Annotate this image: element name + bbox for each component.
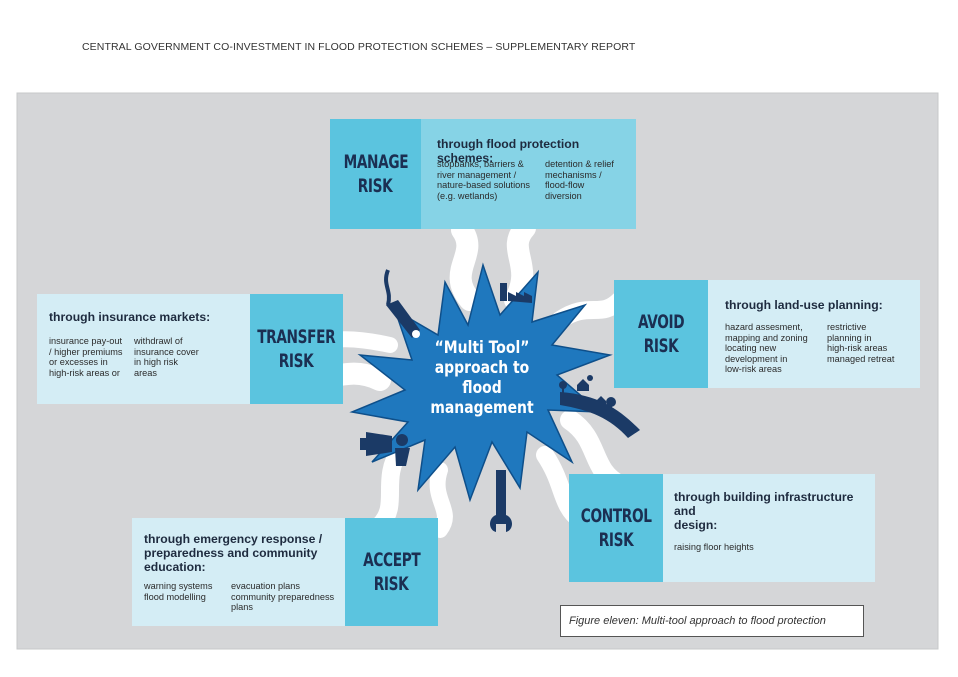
control-risk-tag: CONTROL RISK bbox=[569, 474, 663, 582]
avoid-risk-col2: restrictive planning in high-risk areas … bbox=[827, 322, 895, 364]
center-title-line4: management bbox=[430, 398, 534, 418]
control-risk-tag-line2: RISK bbox=[598, 529, 634, 551]
avoid-risk-heading: through land-use planning: bbox=[725, 298, 883, 312]
document-header: CENTRAL GOVERNMENT CO-INVESTMENT IN FLOO… bbox=[82, 41, 636, 53]
avoid-risk-col1: hazard assesment, mapping and zoning loc… bbox=[725, 322, 808, 375]
manage-risk-tag-line2: RISK bbox=[358, 175, 393, 197]
accept-risk-tag-line1: ACCEPT bbox=[362, 549, 421, 571]
accept-risk-tag: ACCEPT RISK bbox=[345, 518, 438, 626]
transfer-risk-col2: withdrawl of insurance cover in high ris… bbox=[134, 336, 199, 378]
avoid-risk-tag-line1: AVOID bbox=[637, 311, 685, 333]
transfer-risk-col1: insurance pay-out / higher premiums or e… bbox=[49, 336, 123, 378]
accept-risk-heading: through emergency response / preparednes… bbox=[144, 532, 323, 574]
figure-caption: Figure eleven: Multi-tool approach to fl… bbox=[560, 605, 864, 637]
manage-risk-tag-line1: MANAGE bbox=[343, 151, 408, 173]
control-risk-tag-line1: CONTROL bbox=[580, 505, 652, 527]
accept-risk-tag-line2: RISK bbox=[374, 573, 409, 595]
road-trees-icon bbox=[559, 375, 640, 438]
transfer-risk-tag-line1: TRANSFER bbox=[257, 326, 336, 348]
accept-risk-col2: evacuation plans community preparedness … bbox=[231, 581, 335, 613]
manage-risk-tag: MANAGE RISK bbox=[330, 119, 421, 229]
control-risk-heading: through building infrastructure and desi… bbox=[674, 490, 854, 532]
manage-risk-box: MANAGE RISK through flood protection sch… bbox=[330, 119, 636, 229]
manage-risk-col1: stopbanks, barriers & river management /… bbox=[437, 159, 530, 201]
control-risk-box: CONTROL RISK through building infrastruc… bbox=[569, 474, 875, 582]
transfer-risk-box: through insurance markets: insurance pay… bbox=[37, 294, 343, 404]
transfer-risk-tag: TRANSFER RISK bbox=[250, 294, 343, 404]
manage-risk-heading: through flood protection schemes: bbox=[437, 137, 580, 165]
avoid-risk-tag: AVOID RISK bbox=[614, 280, 708, 388]
manage-risk-col2: detention & relief mechanisms / flood-fl… bbox=[545, 159, 614, 201]
pen-icon bbox=[384, 269, 420, 338]
factory-icon bbox=[500, 283, 532, 303]
control-risk-col1: raising floor heights bbox=[674, 542, 754, 552]
accept-risk-col1: warning systems flood modelling bbox=[144, 581, 213, 602]
center-title-line1: “Multi Tool” bbox=[434, 338, 530, 358]
megaphone-icon bbox=[360, 432, 410, 466]
center-title-line2: approach to bbox=[434, 358, 530, 378]
avoid-risk-tag-line2: RISK bbox=[643, 335, 679, 357]
avoid-risk-box: AVOID RISK through land-use planning: ha… bbox=[614, 280, 920, 388]
transfer-risk-tag-line2: RISK bbox=[279, 350, 314, 372]
center-title: “Multi Tool” approach to flood managemen… bbox=[400, 338, 564, 418]
accept-risk-box: through emergency response / preparednes… bbox=[132, 518, 438, 626]
center-title-line3: flood bbox=[462, 378, 502, 398]
wrench-icon bbox=[490, 470, 512, 532]
transfer-risk-heading: through insurance markets: bbox=[49, 310, 211, 324]
multi-tool-star bbox=[349, 262, 613, 503]
